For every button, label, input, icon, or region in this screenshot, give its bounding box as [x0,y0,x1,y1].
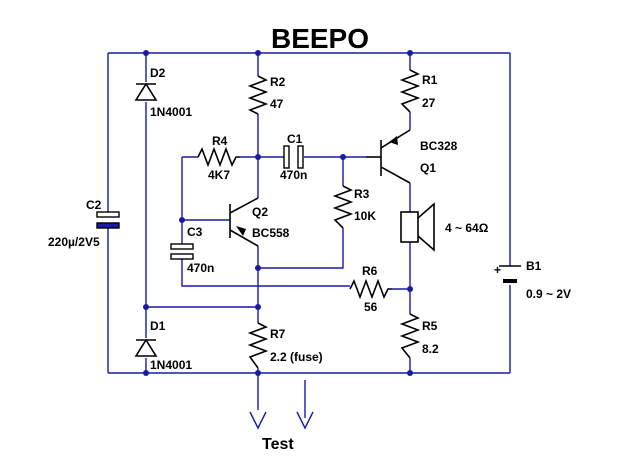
capacitor-c2: C2 220µ/2V5 [48,198,120,249]
r7-value: 2.2 (fuse) [270,350,323,364]
transistor-q2: Q2 BC558 [229,197,290,247]
q1-ref: Q1 [420,161,436,175]
r3-value: 10K [354,209,376,223]
d2-ref: D2 [150,66,166,80]
b1-value: 0.9 ~ 2V [526,287,571,301]
d1-value: 1N4001 [150,358,192,372]
c2-value: 220µ/2V5 [48,235,100,249]
c3-value: 470n [187,261,214,275]
r6-ref: R6 [362,264,378,278]
resistor-r1: R1 27 [399,69,438,113]
resistor-r7: R7 2.2 (fuse) [247,322,323,369]
transistor-q1: BC328 Q1 [366,129,458,184]
resistor-r3: R3 10K [332,185,376,229]
speaker-value: 4 ~ 64Ω [445,221,489,235]
r6-value: 56 [364,300,378,314]
battery-plus-icon: + [494,263,501,277]
d1-ref: D1 [150,319,166,333]
resistor-r6: R6 56 [349,264,392,314]
junction-dots [143,50,413,376]
c1-ref: C1 [287,132,303,146]
resistor-r5: R5 8.2 [399,313,439,359]
r2-value: 47 [270,97,284,111]
r2-ref: R2 [270,75,286,89]
wires [107,52,511,418]
resistor-r2: R2 47 [247,75,286,115]
r4-ref: R4 [212,134,228,148]
c2-ref: C2 [86,198,102,212]
test-label: Test [262,436,294,453]
diode-d2: D2 1N4001 [134,66,192,119]
speaker-icon: 4 ~ 64Ω [400,202,489,252]
r5-ref: R5 [422,319,438,333]
r4-value: 4K7 [208,168,230,182]
q2-value: BC558 [252,226,290,240]
r1-value: 27 [422,96,436,110]
c1-value: 470n [280,168,307,182]
r3-ref: R3 [354,187,370,201]
c3-ref: C3 [187,225,203,239]
battery-b1: + B1 0.9 ~ 2V [494,259,571,301]
r5-value: 8.2 [422,342,439,356]
q1-ref-label: BC328 [420,139,458,153]
schematic-title: BEEPO [271,23,369,54]
r1-ref: R1 [422,73,438,87]
q2-ref: Q2 [252,205,268,219]
capacitor-c3: C3 470n [170,225,214,275]
resistor-r4: R4 4K7 [197,134,240,182]
test-arrows: Test [249,411,314,453]
r7-ref: R7 [270,327,286,341]
d2-value: 1N4001 [150,105,192,119]
diode-d1: D1 1N4001 [134,319,192,372]
capacitor-c1: C1 470n [280,132,307,182]
b1-ref: B1 [526,259,542,273]
